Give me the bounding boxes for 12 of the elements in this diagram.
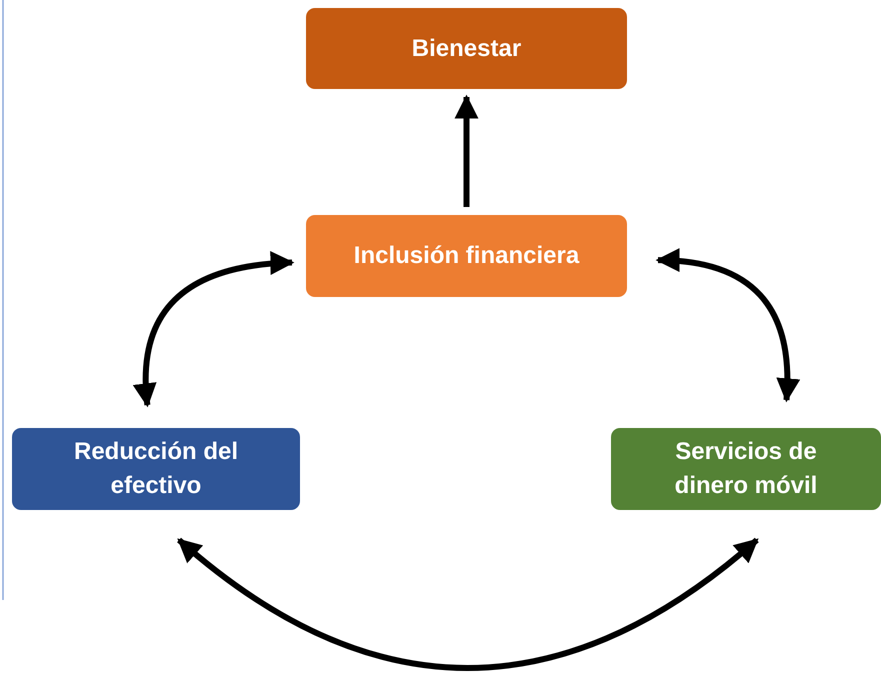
- node-label: Inclusión financiera: [354, 241, 580, 272]
- node-label: Servicios de dinero móvil: [674, 437, 818, 501]
- node-label: Reducción del efectivo: [72, 437, 240, 501]
- process-box: [12, 428, 300, 510]
- arrow: [177, 538, 759, 671]
- process-box: [611, 428, 881, 510]
- process-box: [306, 215, 627, 297]
- arrow: [454, 94, 478, 207]
- node-label: Bienestar: [412, 34, 522, 64]
- arrow: [656, 249, 800, 402]
- process-box: [306, 8, 627, 89]
- arrow: [134, 252, 294, 408]
